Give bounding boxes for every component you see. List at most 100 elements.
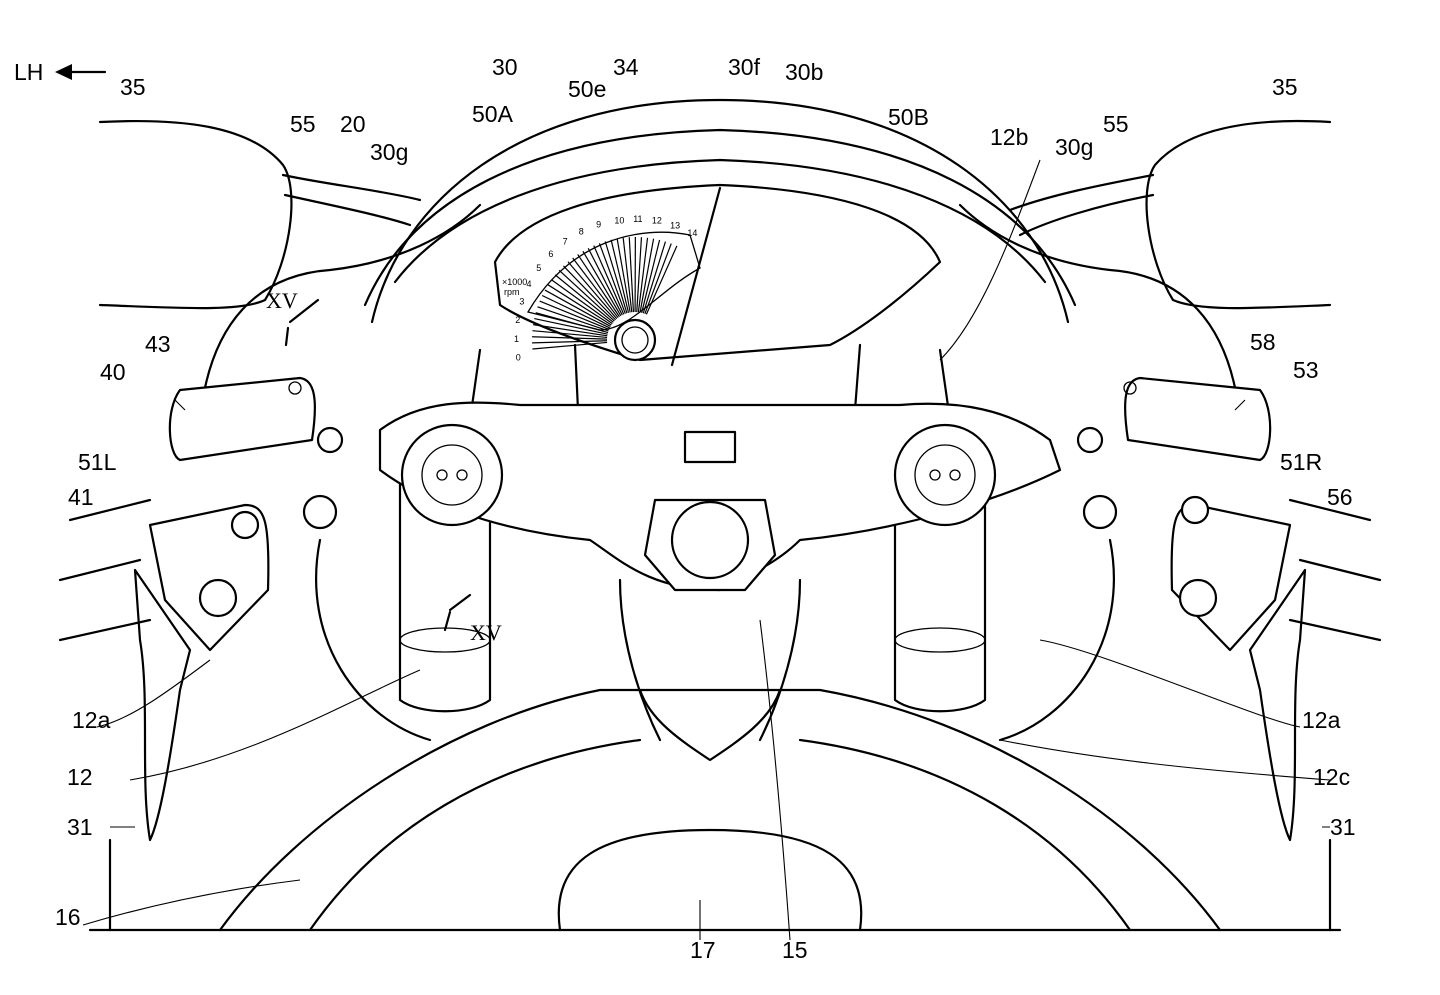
- label-screen-inner-right: 30g: [1055, 134, 1093, 160]
- label-windscreen: 30: [492, 54, 518, 80]
- gauge-segment: [644, 243, 672, 315]
- gauge-segment: [544, 289, 611, 327]
- gauge-tick: 6: [548, 249, 553, 259]
- label-stay: 20: [340, 111, 366, 137]
- label-display: 50B: [888, 104, 929, 130]
- gauge-segment: [535, 312, 609, 334]
- label-cowl-left: 31: [67, 814, 93, 840]
- gauge-segment: [554, 274, 614, 323]
- gauge-tick: 10: [614, 215, 624, 225]
- gauge-segment: [534, 317, 608, 335]
- section-mark-bottom: XV: [470, 620, 502, 645]
- right-mirror: [1008, 119, 1332, 310]
- label-meter-visor: 34: [613, 54, 639, 80]
- gauge-tick: 4: [527, 279, 532, 289]
- label-bracket-left: 55: [290, 111, 316, 137]
- label-steering: 12: [67, 764, 93, 790]
- label-cowl-right: 31: [1330, 814, 1356, 840]
- gauge-segment: [604, 241, 628, 314]
- label-screen-edge: 30b: [785, 59, 823, 85]
- label-top-bridge: 12b: [990, 124, 1028, 150]
- label-screen-top: 30f: [728, 54, 761, 80]
- gauge-segment: [645, 245, 678, 315]
- gauge-segment: [622, 237, 633, 313]
- gauge-tick: 14: [687, 228, 697, 238]
- direction-indicator: LH: [14, 59, 107, 85]
- label-reservoir-left: 43: [145, 331, 171, 357]
- gauge-segment: [537, 306, 609, 332]
- gauge-segment: [532, 330, 608, 339]
- gauge-segment: [532, 336, 608, 340]
- gauge-tick: 7: [563, 237, 568, 247]
- label-tank: 16: [55, 904, 81, 930]
- direction-label: LH: [14, 59, 43, 85]
- gauge-segment: [532, 341, 608, 350]
- gauge-segment: [558, 269, 615, 322]
- gauge-segment: [547, 284, 612, 326]
- gauge-unit-top: ×1000: [502, 277, 527, 287]
- gauge-tick: 8: [579, 227, 584, 237]
- leader-lines: [82, 159, 1331, 941]
- windscreen: [363, 98, 1077, 324]
- left-mirror: [98, 119, 422, 310]
- fork-left: [398, 468, 492, 713]
- left-master-cylinder: [58, 376, 344, 842]
- gauge-segment: [533, 324, 608, 337]
- gauge-segment: [593, 245, 625, 315]
- label-screen-inner-left: 30g: [370, 139, 408, 165]
- label-stem: 12c: [1313, 764, 1350, 790]
- gauge-segment: [539, 300, 610, 330]
- label-lever-left: 41: [68, 484, 94, 510]
- label-meter-scale: 50e: [568, 76, 606, 102]
- gauge-segment: [582, 250, 622, 317]
- gauge-segment: [641, 239, 661, 313]
- label-switch-left: 51L: [78, 449, 117, 475]
- gauge-tick: 12: [652, 216, 662, 226]
- gauge-segment: [572, 257, 619, 319]
- gauge-segment: [628, 237, 635, 313]
- gauge-segment: [636, 237, 643, 313]
- label-mirror-left: 35: [120, 74, 146, 100]
- gauge-segment: [541, 294, 611, 329]
- label-switch-right: 51R: [1280, 449, 1322, 475]
- gauge-tick: 1: [514, 334, 519, 344]
- gauge-tick: 0: [516, 353, 521, 363]
- top-bridge: [378, 401, 1062, 592]
- label-mirror-right: 35: [1272, 74, 1298, 100]
- gauge-segment: [563, 265, 616, 321]
- gauge-tick: 5: [536, 263, 541, 273]
- gauge-segment: [616, 238, 631, 313]
- label-lever-right: 56: [1327, 484, 1353, 510]
- label-master-cyl-right: 53: [1293, 357, 1319, 383]
- gauge-tick: 3: [519, 297, 524, 307]
- tachometer-fan: [532, 236, 678, 350]
- gauge-tick: 11: [633, 214, 642, 224]
- fuel-tank: [88, 688, 1342, 932]
- gauge-segment: [639, 238, 655, 313]
- gauge-segment: [532, 340, 608, 344]
- label-tachometer: 50A: [472, 101, 514, 127]
- fork-right: [893, 468, 987, 713]
- label-stem-nut: 15: [782, 937, 808, 963]
- gauge-tick: 13: [670, 220, 680, 230]
- gauge-tick: 9: [596, 220, 601, 230]
- label-fork-right: 12a: [1302, 707, 1341, 733]
- label-master-cyl-left: 40: [100, 359, 126, 385]
- gauge-segment: [587, 247, 623, 316]
- label-fork-left: 12a: [72, 707, 111, 733]
- label-reservoir-right: 58: [1250, 329, 1276, 355]
- gauge-segment: [567, 261, 618, 320]
- gauge-segment: [577, 254, 620, 318]
- gauge-segment: [610, 239, 630, 313]
- label-tank-cover: 17: [690, 937, 716, 963]
- gauge-unit-bottom: rpm: [504, 287, 520, 297]
- gauge-segment: [637, 237, 649, 313]
- gauge-segment: [642, 241, 667, 314]
- gauge-segment: [598, 243, 626, 314]
- right-master-cylinder: [1076, 376, 1382, 842]
- gauge-tick: 2: [515, 315, 520, 325]
- label-bracket-right: 55: [1103, 111, 1129, 137]
